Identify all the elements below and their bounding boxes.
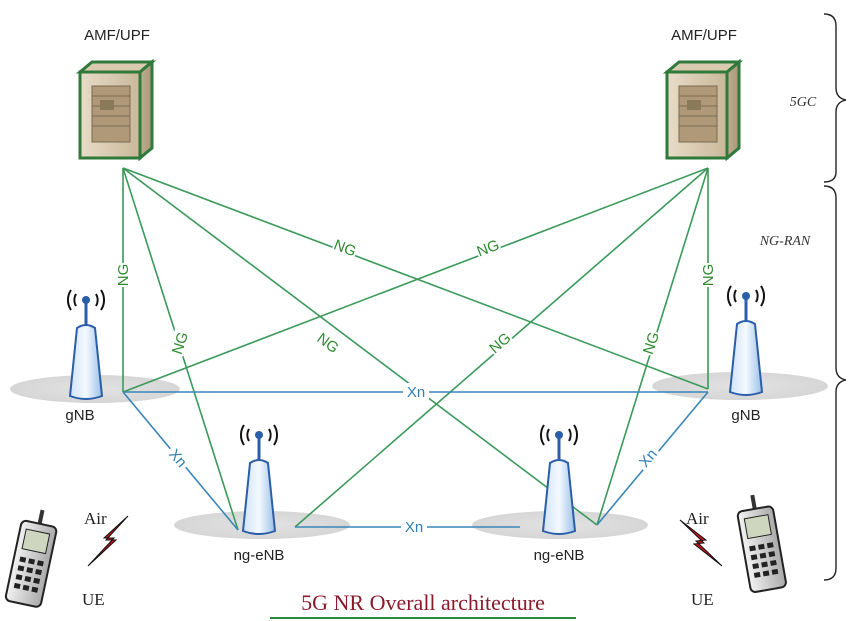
- ng-label: NG: [700, 264, 717, 287]
- core-brace: [823, 13, 847, 183]
- air-left-lightning-icon: [87, 515, 129, 567]
- ng-label: NG: [115, 264, 132, 287]
- gnb-right-label: gNB: [731, 407, 760, 424]
- gnb-left-antenna-icon: [66, 289, 106, 400]
- ran-brace: [823, 185, 847, 581]
- ng-links: [122, 167, 709, 531]
- amf-upf-right-label: AMF/UPF: [671, 27, 737, 44]
- amf-upf-left-label: AMF/UPF: [84, 27, 150, 44]
- xn-label: Xn: [407, 384, 425, 401]
- core-bracket-label: 5GC: [790, 95, 817, 110]
- ngenb-right-antenna-icon: [539, 424, 579, 535]
- amf-upf-right: [662, 58, 744, 162]
- ng-label: NG: [331, 236, 358, 260]
- ue-right-label: UE: [691, 590, 714, 609]
- ngenb-right-label: ng-eNB: [534, 547, 585, 564]
- ng-labels: NG NG NG NG NG NG NG NG: [114, 235, 717, 357]
- ran-bracket-label: NG-RAN: [759, 234, 811, 249]
- brackets: [823, 13, 847, 581]
- diagram-caption: 5G NR Overall architecture: [301, 590, 545, 615]
- ng-label: NG: [486, 330, 514, 358]
- ng-label: NG: [475, 236, 502, 260]
- air-left-label: Air: [84, 509, 107, 528]
- ng-link: [122, 167, 709, 390]
- ng-label: NG: [314, 330, 342, 357]
- xn-links: [122, 391, 709, 531]
- gnb-left-label: gNB: [65, 407, 94, 424]
- xn-label: Xn: [636, 446, 661, 471]
- ng-label: NG: [169, 330, 192, 357]
- ng-link: [122, 167, 598, 526]
- gnb-right-antenna-icon: [726, 285, 766, 396]
- ue-right-phone-icon: [736, 494, 787, 593]
- ng-label: NG: [640, 330, 663, 357]
- ngenb-left-antenna-icon: [239, 424, 279, 535]
- air-right-label: Air: [686, 509, 709, 528]
- ue-left-label: UE: [82, 590, 105, 609]
- xn-label: Xn: [405, 519, 423, 536]
- ue-left-phone-icon: [4, 509, 58, 608]
- ng-link: [122, 167, 709, 393]
- air-right-lightning-icon: [679, 519, 723, 567]
- ngenb-left-label: ng-eNB: [234, 547, 285, 564]
- amf-upf-left: [75, 58, 157, 162]
